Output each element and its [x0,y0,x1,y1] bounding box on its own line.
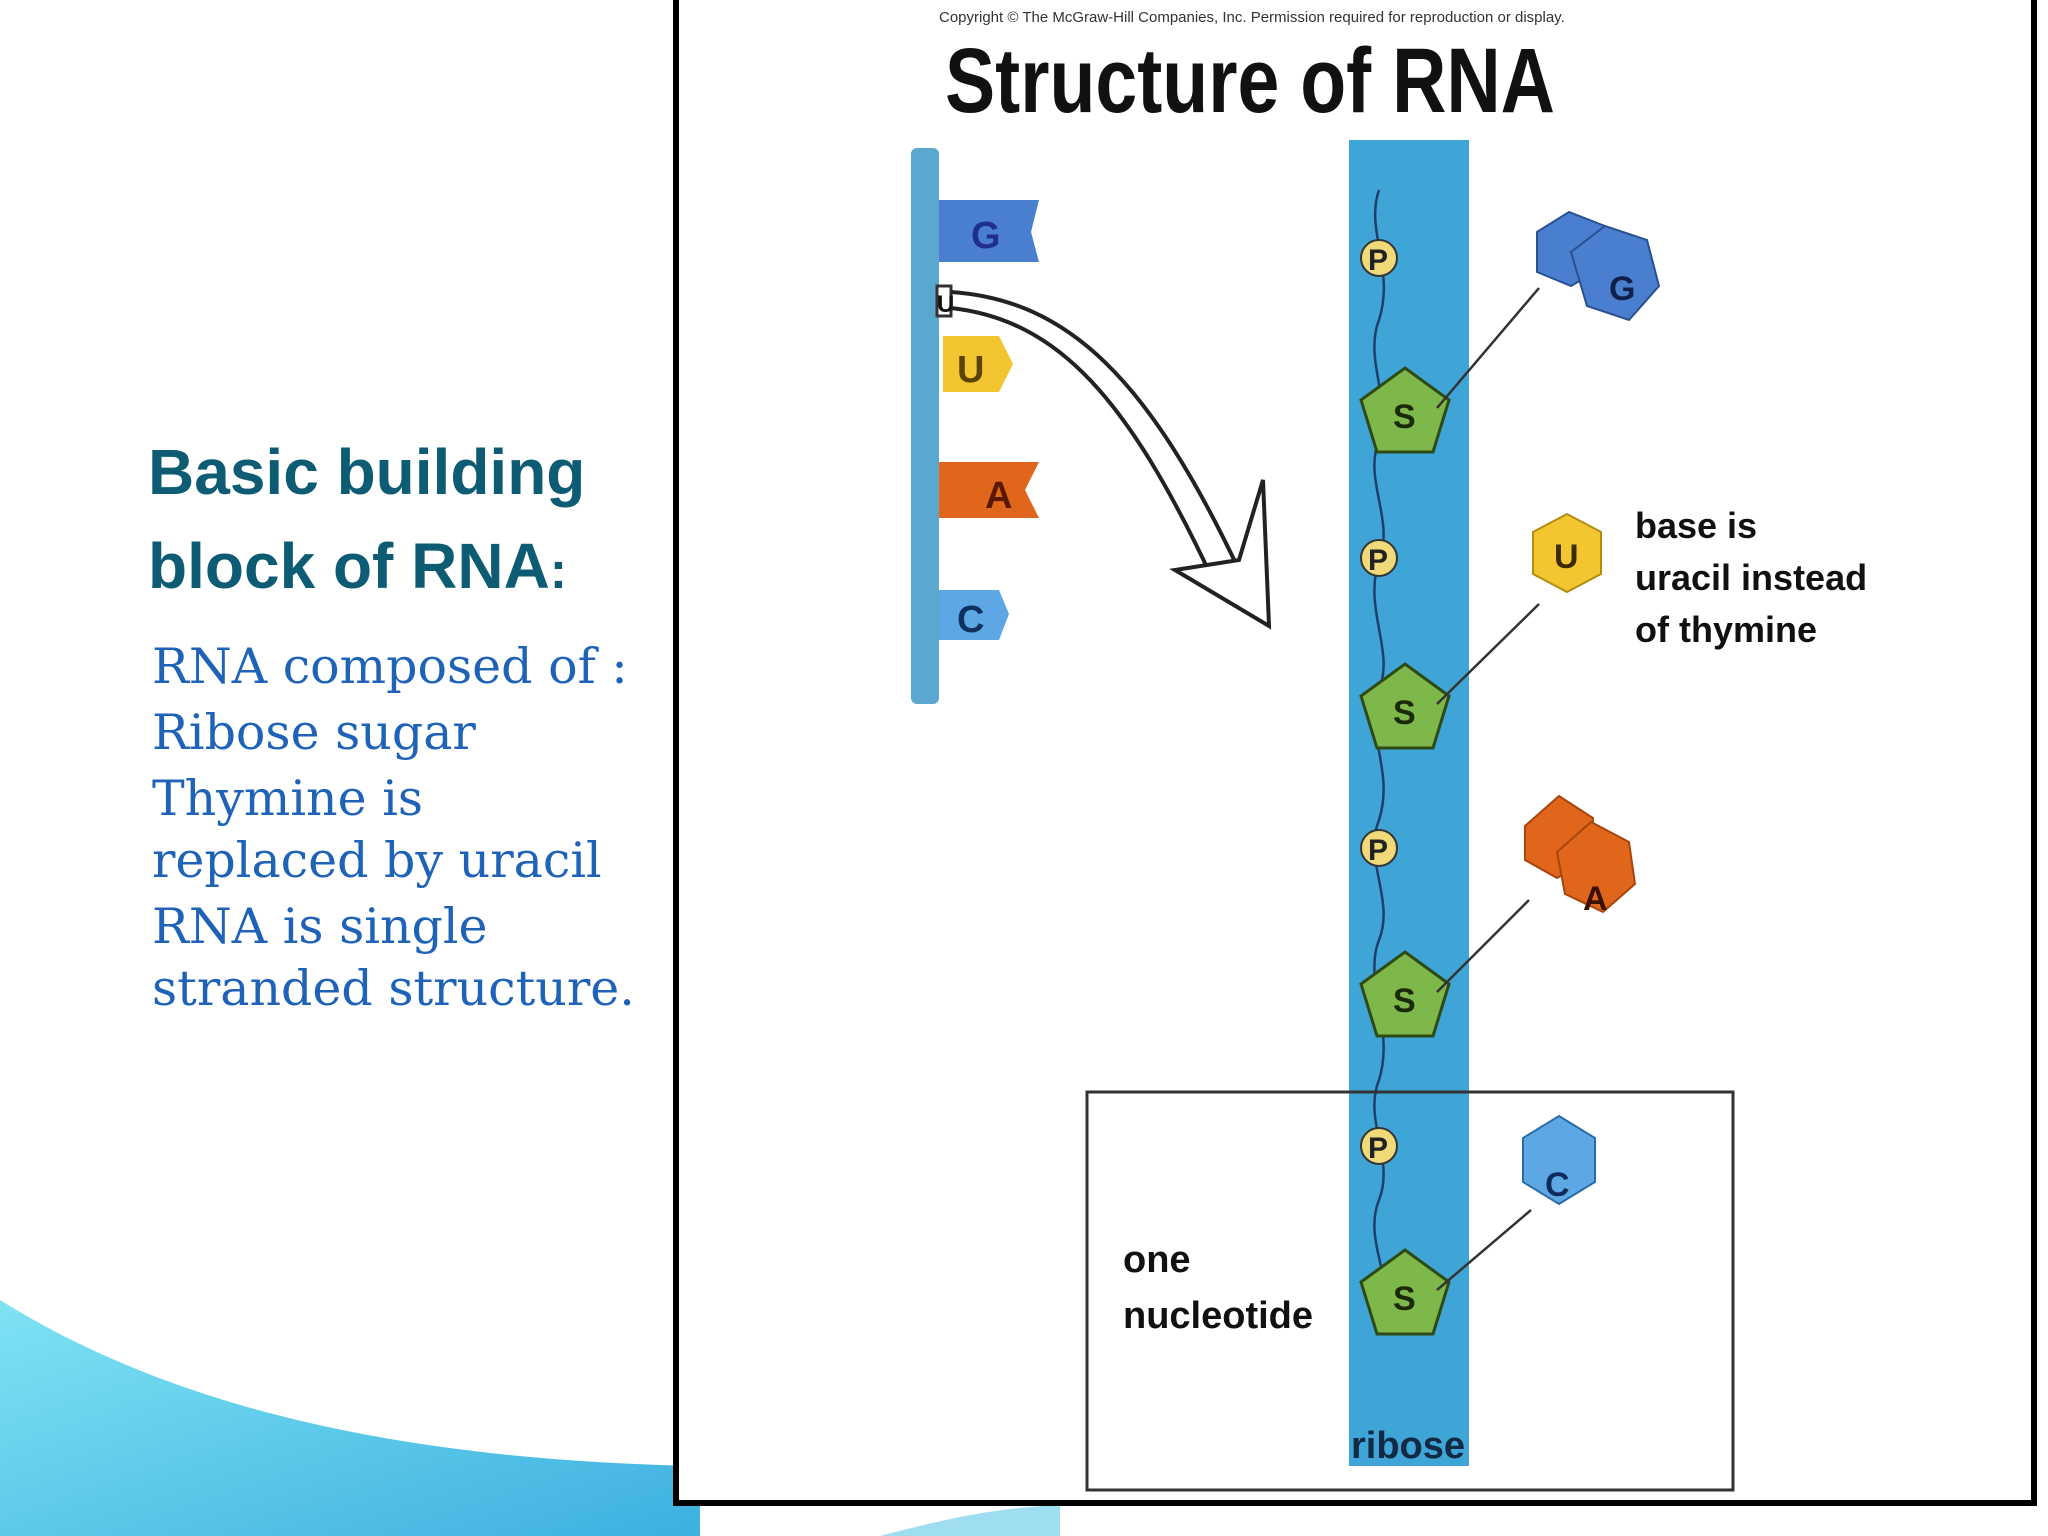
body-line: Thymine is replaced by uracil [152,770,602,889]
svg-text:P: P [1368,1132,1388,1165]
rna-strand-overview: G U U A C [911,148,1039,704]
nucleotide-box [1085,1090,1735,1492]
body-line: RNA composed of : [152,638,628,695]
base-cytosine: C [1522,1114,1596,1206]
svg-text:P: P [1368,244,1388,277]
ribose-label: ribose [1351,1425,1465,1467]
rna-structure-figure: Copyright © The McGraw-Hill Companies, I… [673,0,2037,1506]
svg-text:C: C [1545,1166,1570,1204]
phosphate-2: P [1360,539,1398,577]
body-line: Ribose sugar [152,704,476,761]
zoom-arrow [950,290,1272,630]
svg-text:U: U [1554,538,1579,576]
base-uracil: U [1532,512,1602,594]
base-guanine: G [1536,210,1661,322]
strand-base-c: C [939,590,1009,641]
svg-text:U: U [937,291,954,318]
heading-colon: : [549,542,568,600]
svg-text:S: S [1393,398,1416,436]
figure-copyright: Copyright © The McGraw-Hill Companies, I… [939,9,1565,26]
svg-text:G: G [971,215,1001,257]
svg-text:A: A [1583,880,1608,918]
svg-text:P: P [1368,544,1388,577]
svg-text:C: C [957,599,984,641]
body-line: RNA is single stranded structure. [152,898,635,1017]
base-note: base is uracil instead of thymine [1635,505,1867,650]
svg-text:S: S [1393,1280,1416,1318]
svg-text:U: U [957,349,984,391]
base-adenine: A [1524,794,1637,918]
svg-text:base is: base is [1635,505,1757,546]
svg-text:one: one [1123,1239,1191,1281]
ribose-backbone-column [1349,140,1469,1466]
sugar-1: S [1359,366,1451,454]
svg-text:of thymine: of thymine [1635,609,1817,650]
strand-base-a: A [939,462,1039,518]
svg-text:A: A [985,475,1012,517]
figure-title: Structure of RNA [945,30,1555,132]
strand-base-u: U [943,336,1013,392]
slide-heading: Basic building block of RNA: [148,425,668,618]
sugar-4: S [1359,1248,1451,1336]
svg-text:P: P [1368,834,1388,867]
svg-text:nucleotide: nucleotide [1123,1295,1313,1337]
svg-text:G: G [1609,270,1635,308]
svg-text:S: S [1393,694,1416,732]
slide-body-text: RNA composed of : Ribose sugar Thymine i… [152,636,652,1024]
strand-base-u-small: U [935,284,954,318]
strand-base-g: G [939,200,1039,262]
phosphate-3: P [1360,829,1398,867]
phosphate-1: P [1360,239,1398,277]
phosphate-4: P [1360,1127,1398,1165]
svg-text:uracil instead: uracil instead [1635,557,1867,598]
sugar-3: S [1359,950,1451,1038]
svg-text:S: S [1393,982,1416,1020]
sugar-2: S [1359,662,1451,750]
nucleotide-box-label: one nucleotide [1123,1239,1313,1337]
heading-text: Basic building block of RNA [148,436,586,602]
